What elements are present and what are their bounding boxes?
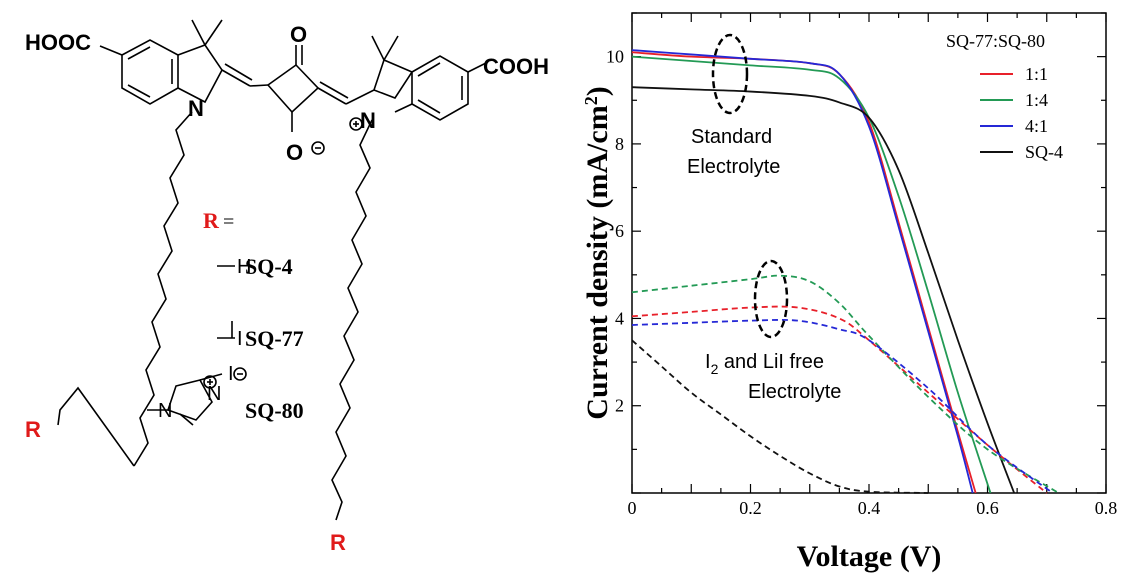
chemical-structure [57, 19, 489, 521]
r-group-right: R [330, 530, 346, 555]
oxide-o-label: O [286, 140, 303, 165]
iodide-label: I [228, 363, 234, 385]
x-tick-label: 0.2 [739, 498, 762, 518]
left-n-label: N [188, 96, 204, 121]
ketone-o-label: O [290, 22, 307, 47]
negative-charge-icon [311, 141, 325, 155]
left-benzene-ring [121, 39, 179, 105]
series-line-dashed-7 [631, 339, 929, 494]
jv-chart: 0 0.2 0.4 0.6 0.8 2 4 6 8 10 Voltage (V) Current… [581, 12, 1118, 573]
annotation-free-line1: I2 and LiI free [705, 351, 824, 377]
free-ellipse [753, 259, 789, 339]
imidazolium-ring [166, 379, 213, 421]
r-group-left: R [25, 417, 41, 442]
annotation-standard-line2: Electrolyte [687, 156, 780, 178]
right-alkyl-chain [331, 119, 373, 521]
curves [631, 49, 1060, 494]
y-tick-label: 4 [615, 308, 624, 328]
series-line-solid-0 [631, 51, 977, 494]
plot-frame [631, 12, 1107, 494]
y-tick-label: 10 [606, 47, 624, 67]
standard-ellipse [711, 33, 749, 115]
positive-charge-icon [349, 117, 363, 131]
left-indoline-ring [177, 44, 223, 104]
imidazolium-n1-label: N [158, 400, 172, 422]
axis-ticks [631, 12, 1107, 494]
r-equals-sign: = [223, 211, 234, 233]
y-tick-label: 6 [615, 221, 624, 241]
x-tick-labels: 0 0.2 0.4 0.6 0.8 [628, 498, 1118, 518]
y-axis-title: Current density (mA/cm2) [581, 86, 614, 419]
legend-title: SQ-77:SQ-80 [946, 31, 1045, 51]
right-benzene-ring [411, 55, 469, 121]
variant-sq77-name: SQ-77 [245, 326, 304, 351]
variant-sq4-name: SQ-4 [245, 254, 293, 279]
variant-sq80-name: SQ-80 [245, 398, 304, 423]
right-indoline-ring [345, 58, 414, 105]
y-tick-labels: 2 4 6 8 10 [606, 47, 624, 416]
cooh-label: COOH [483, 54, 549, 79]
legend-label: 4:1 [1025, 116, 1048, 136]
imidazolium-n2-label: N [207, 383, 221, 405]
legend-label: 1:1 [1025, 64, 1048, 84]
x-tick-label: 0 [628, 498, 637, 518]
y-tick-label: 2 [615, 396, 624, 416]
annotation-free-line2: Electrolyte [748, 381, 841, 403]
series-line-dashed-5 [631, 274, 1060, 494]
annotation-standard-line1: Standard [691, 126, 772, 148]
y-tick-label: 8 [615, 134, 624, 154]
hooc-label: HOOC [25, 30, 91, 55]
variant-h-substituent: H [237, 256, 251, 278]
x-axis-title: Voltage (V) [797, 540, 942, 573]
series-line-solid-3 [631, 86, 1016, 494]
r-equals-r: R [203, 208, 220, 233]
legend: SQ-77:SQ-80 1:1 1:4 4:1SQ-4 [946, 31, 1063, 162]
left-alkyl-chain [133, 111, 193, 467]
variant-i-substituent: I [237, 328, 243, 350]
series-line-solid-1 [631, 55, 992, 494]
x-tick-label: 0.4 [858, 498, 881, 518]
series-line-dashed-6 [631, 319, 1054, 494]
right-n-label: N [360, 108, 376, 133]
legend-label: 1:4 [1025, 90, 1048, 110]
x-tick-label: 0.6 [976, 498, 999, 518]
squaraine-ring [266, 63, 320, 114]
series-line-dashed-4 [631, 305, 1048, 494]
x-tick-label: 0.8 [1095, 498, 1118, 518]
legend-label: SQ-4 [1025, 142, 1063, 162]
series-line-solid-2 [631, 49, 974, 494]
